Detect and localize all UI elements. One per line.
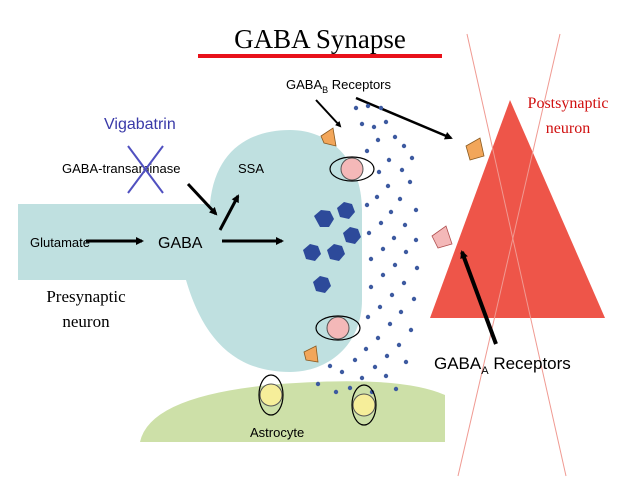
presynaptic-transporter-bottom [315, 315, 361, 341]
astrocyte-label: Astrocyte [250, 425, 304, 440]
postsynaptic-neuron [430, 100, 605, 318]
vesicle [303, 244, 321, 261]
gaba-vesicles [303, 202, 361, 293]
dendrite-line-right [457, 33, 561, 477]
page-title: GABA Synapse [234, 24, 406, 54]
inhibition-cross-icon [127, 145, 164, 194]
vesicle [313, 276, 331, 293]
gaba-label: GABA [158, 235, 203, 252]
dendrite-line-left [466, 33, 567, 477]
gaba-b-postsynaptic-receptor [465, 137, 485, 161]
vigabatrin-label: Vigabatrin [104, 116, 176, 133]
gaba-b-autoreceptor-top [320, 127, 337, 147]
astrocyte-transporter-left [258, 374, 284, 416]
gaba-b-receptors-label: GABAB Receptors [286, 77, 392, 95]
gaba-to-ssa-arrow [218, 194, 240, 231]
vesicle [327, 244, 345, 261]
gaba-a-receptors-label: GABAA Receptors [434, 354, 571, 377]
gaba-b-arrow-post [355, 96, 453, 140]
presynaptic-label-line1: Presynaptic [46, 287, 126, 306]
glutamate-label: Glutamate [30, 235, 90, 250]
gaba-transaminase-label: GABA-transaminase [62, 161, 181, 176]
gaba-a-postsynaptic-receptor [431, 225, 453, 249]
ssa-label: SSA [238, 161, 264, 176]
transaminase-to-gaba-arrow [186, 182, 218, 216]
postsynaptic-label-line2: neuron [546, 120, 590, 137]
presynaptic-label-line2: neuron [62, 312, 110, 331]
gaba-molecules [315, 103, 420, 395]
presynaptic-transporter-top [329, 156, 375, 182]
gaba-b-autoreceptor-bottom [303, 345, 319, 363]
presynaptic-neuron [18, 130, 362, 372]
gaba-a-arrow [460, 250, 498, 345]
postsynaptic-label-line1: Postsynaptic [528, 95, 609, 112]
vesicle [337, 202, 355, 219]
astrocyte-transporter-right [351, 384, 377, 426]
vesicle [314, 210, 334, 227]
gaba-b-arrow-pre [315, 99, 342, 128]
vesicle [343, 227, 361, 244]
